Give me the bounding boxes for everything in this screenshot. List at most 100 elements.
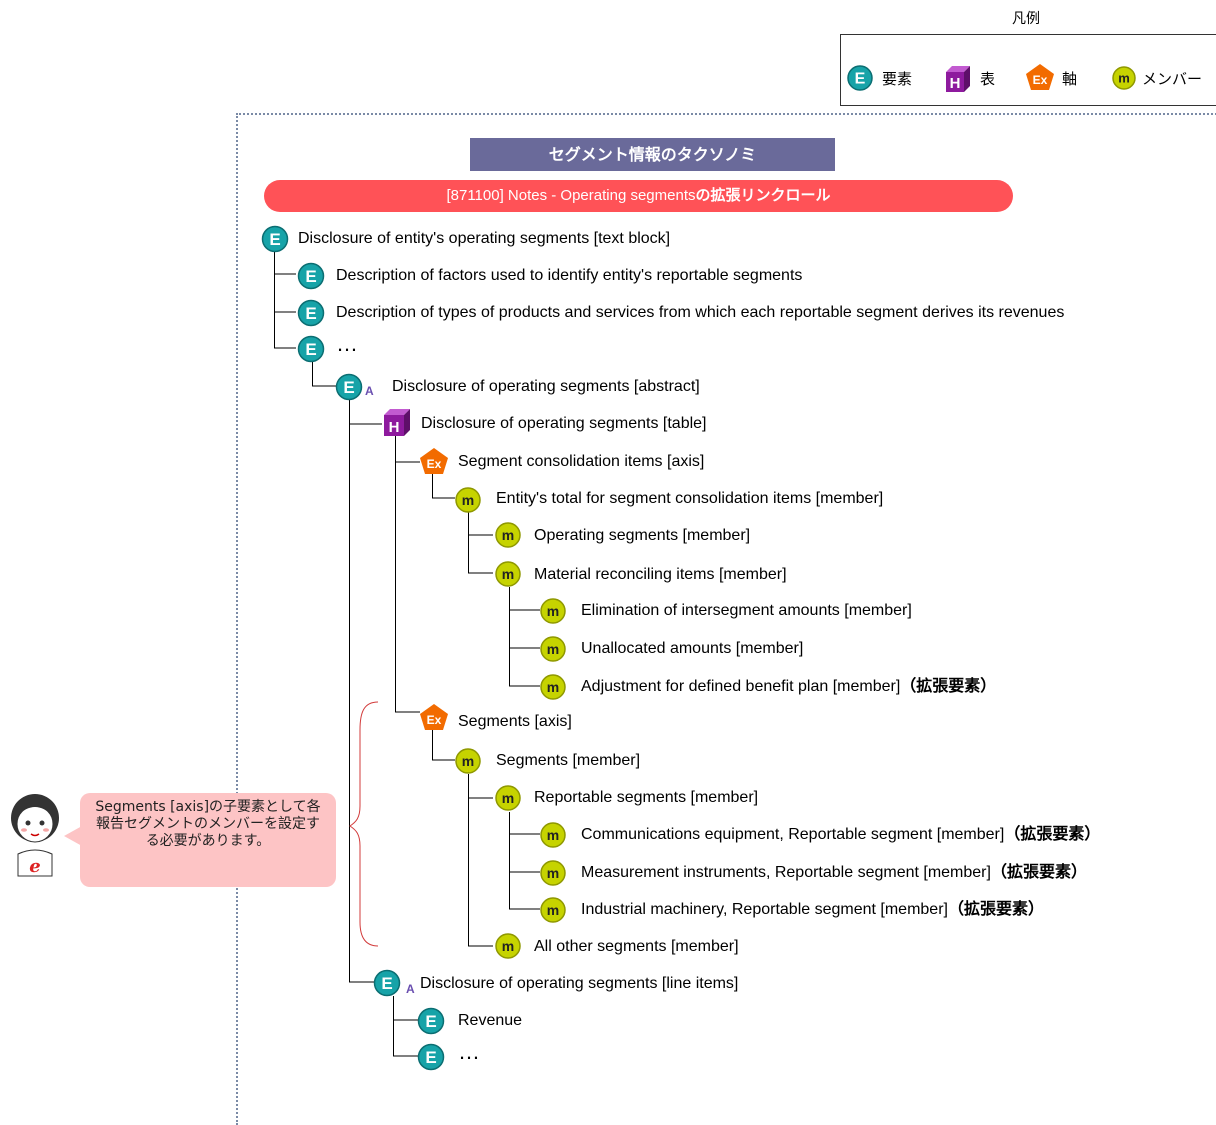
svg-text:e: e — [29, 856, 40, 877]
extension-tag: （拡張要素） — [947, 901, 1044, 918]
svg-text:E: E — [425, 1048, 436, 1067]
member-icon: m — [455, 487, 481, 513]
svg-text:E: E — [269, 230, 280, 249]
svg-text:m: m — [502, 566, 514, 582]
svg-text:E: E — [305, 340, 316, 359]
svg-text:E: E — [305, 304, 316, 323]
node-segments-member: Segments [member] — [496, 752, 641, 769]
element-icon: E — [297, 262, 325, 290]
callout-note: Segments [axis]の子要素として各報告セグメントのメンバーを設定する… — [80, 793, 336, 887]
legend-label-axis: 軸 — [1062, 70, 1078, 88]
node-all-other-member: All other segments [member] — [534, 938, 739, 955]
svg-text:E: E — [855, 71, 866, 88]
svg-text:m: m — [1118, 71, 1130, 86]
node-communications-label: Communications equipment, Reportable seg… — [581, 826, 1005, 843]
svg-text:m: m — [462, 753, 474, 769]
svg-text:E: E — [343, 378, 354, 397]
member-icon: m — [1112, 66, 1136, 90]
node-ellipsis: … — [458, 1039, 480, 1064]
element-icon: E — [417, 1007, 445, 1035]
node-operating-segments-member: Operating segments [member] — [534, 527, 751, 544]
node-communications-member: Communications equipment, Reportable seg… — [581, 825, 1100, 845]
node-adjustment-member: Adjustment for defined benefit plan [mem… — [581, 677, 996, 697]
role-suffix: の拡張リンクロール — [695, 187, 831, 204]
member-icon: m — [540, 860, 566, 886]
member-icon: m — [495, 785, 521, 811]
member-icon: m — [495, 561, 521, 587]
member-icon: m — [495, 522, 521, 548]
node-abstract: Disclosure of operating segments [abstra… — [392, 378, 700, 395]
extension-tag: （拡張要素） — [990, 864, 1087, 881]
element-icon: E — [373, 969, 401, 997]
node-adjustment-label: Adjustment for defined benefit plan [mem… — [581, 678, 901, 695]
legend-box — [840, 34, 1216, 106]
diagram-title: セグメント情報のタクソノミ — [470, 138, 835, 171]
element-icon: E — [335, 373, 363, 401]
svg-text:m: m — [462, 492, 474, 508]
character-illustration: e — [11, 794, 59, 877]
node-reportable-segments-member: Reportable segments [member] — [534, 789, 759, 806]
axis-icon: Ex — [1026, 64, 1054, 90]
callout-tail — [64, 826, 82, 846]
legend-title: 凡例 — [1012, 11, 1040, 27]
extended-link-role-bar: [871100] Notes - Operating segmentsの拡張リン… — [264, 180, 1013, 212]
node-industrial-label: Industrial machinery, Reportable segment… — [581, 901, 948, 918]
element-icon: E — [261, 225, 289, 253]
svg-text:Ex: Ex — [427, 457, 442, 471]
table-icon: H — [384, 409, 410, 436]
legend-label-table: 表 — [980, 70, 996, 88]
member-icon: m — [540, 598, 566, 624]
svg-text:H: H — [950, 75, 961, 92]
node-description-factors: Description of factors used to identify … — [336, 267, 803, 284]
node-consolidation-axis: Segment consolidation items [axis] — [458, 453, 705, 470]
member-icon: m — [540, 674, 566, 700]
element-icon: E — [417, 1043, 445, 1071]
svg-text:m: m — [547, 679, 559, 695]
svg-text:m: m — [502, 527, 514, 543]
svg-text:m: m — [547, 603, 559, 619]
node-industrial-member: Industrial machinery, Reportable segment… — [581, 900, 1044, 920]
svg-text:m: m — [502, 938, 514, 954]
node-description-products: Description of types of products and ser… — [336, 304, 1065, 321]
svg-text:m: m — [547, 641, 559, 657]
svg-text:m: m — [502, 790, 514, 806]
legend-label-element: 要素 — [882, 70, 913, 88]
node-ellipsis: … — [336, 331, 358, 356]
svg-text:m: m — [547, 865, 559, 881]
node-revenue: Revenue — [458, 1012, 523, 1029]
node-material-reconciling-member: Material reconciling items [member] — [534, 566, 787, 583]
element-icon: E — [297, 335, 325, 363]
member-icon: m — [540, 822, 566, 848]
abstract-marker: A — [365, 384, 374, 398]
axis-icon: Ex — [420, 448, 448, 474]
member-icon: m — [540, 636, 566, 662]
svg-text:E: E — [425, 1012, 436, 1031]
extension-tag: （拡張要素） — [1004, 826, 1101, 843]
element-icon: E — [297, 299, 325, 327]
member-icon: m — [455, 748, 481, 774]
node-text-block: Disclosure of entity's operating segment… — [298, 230, 671, 247]
node-entity-total-member: Entity's total for segment consolidation… — [496, 490, 884, 507]
svg-text:m: m — [547, 902, 559, 918]
node-line-items: Disclosure of operating segments [line i… — [420, 975, 739, 992]
node-table: Disclosure of operating segments [table] — [421, 415, 707, 432]
abstract-marker: A — [406, 982, 415, 996]
member-icon: m — [495, 933, 521, 959]
axis-icon: Ex — [420, 704, 448, 730]
node-elimination-member: Elimination of intersegment amounts [mem… — [581, 602, 912, 619]
svg-text:E: E — [305, 267, 316, 286]
brace — [349, 701, 379, 947]
node-unallocated-member: Unallocated amounts [member] — [581, 640, 804, 657]
diagram-frame — [236, 113, 1216, 1125]
role-code: [871100] Notes - Operating segments — [446, 187, 696, 204]
svg-text:H: H — [389, 419, 400, 436]
legend-label-member: メンバー — [1142, 70, 1203, 88]
svg-text:m: m — [547, 827, 559, 843]
node-measurement-label: Measurement instruments, Reportable segm… — [581, 864, 991, 881]
svg-text:Ex: Ex — [1033, 73, 1048, 87]
svg-text:Ex: Ex — [427, 713, 442, 727]
table-icon: H — [946, 66, 970, 92]
element-icon: E — [847, 65, 873, 91]
extension-tag: （拡張要素） — [900, 678, 997, 695]
